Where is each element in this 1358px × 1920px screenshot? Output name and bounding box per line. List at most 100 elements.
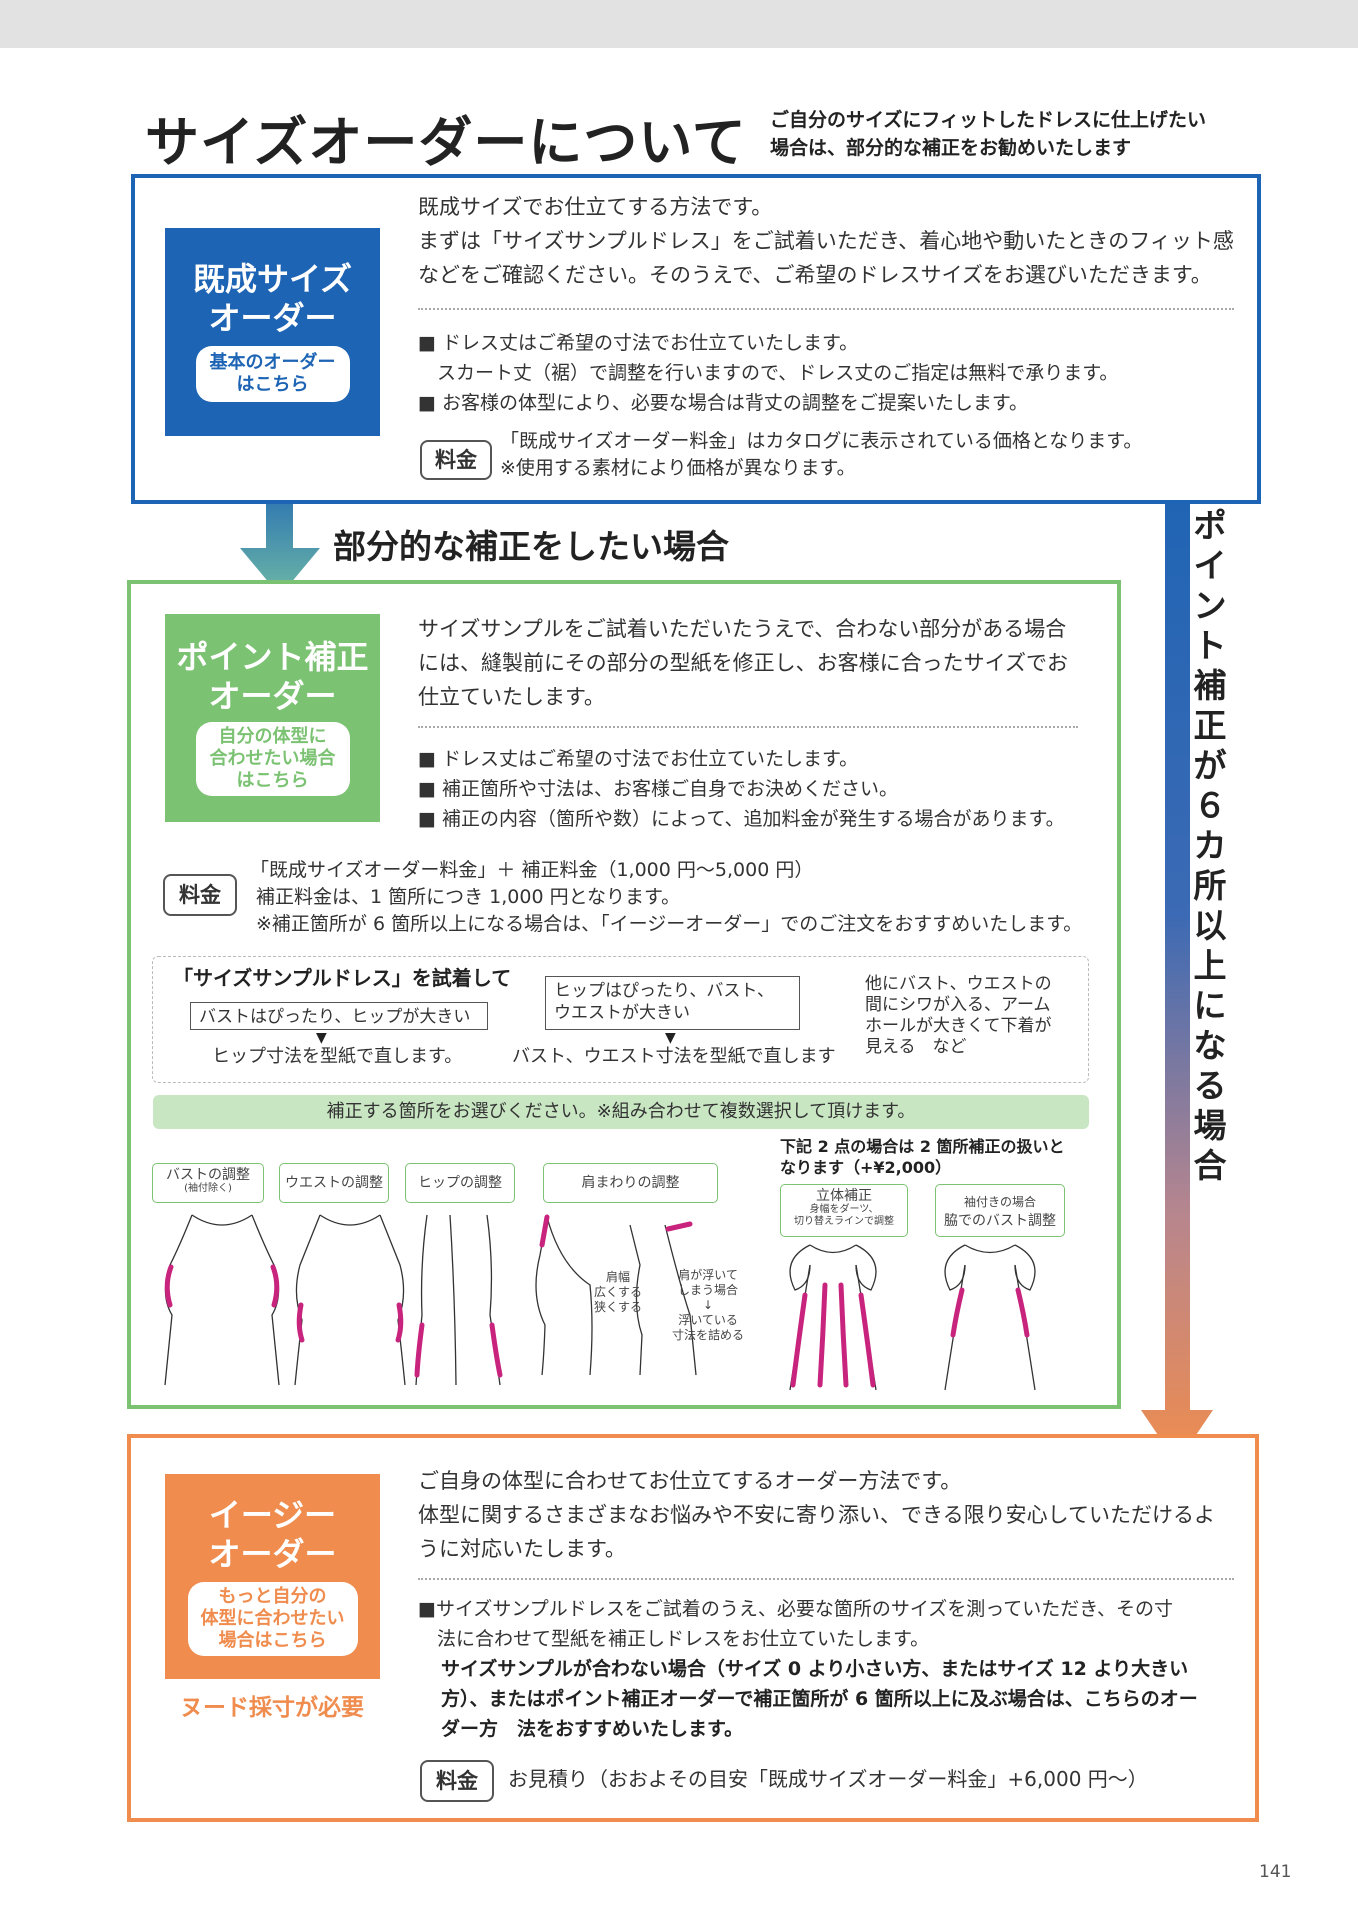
shoulder-note-line: ↓ (702, 1298, 714, 1312)
adjust-label-sub: (袖付除く) (184, 1183, 232, 1194)
bust-mark (164, 1264, 174, 1308)
adjust-label-text: 袖付きの場合 (963, 1195, 1036, 1209)
note-line: スカート丈（裾）で調整を行いますので、ドレス丈のご指定は無料で承ります。 (418, 362, 1119, 384)
case1-result: ヒップ寸法を型紙で直します。 (212, 1046, 463, 1067)
label-text: 既成サイズ (192, 260, 353, 298)
case2-line: ヒップはぴったり、バスト、 (554, 981, 774, 1001)
desc-line: サイズサンプルをご試着いただいたうえで、合わない部分がある場合 (418, 617, 1067, 641)
pill-text: 合わせたい場合 (209, 748, 336, 769)
triangle-down-icon: ▼ (316, 1030, 327, 1046)
bust-mark (270, 1264, 280, 1308)
desc-line: 既成サイズでお仕立てする方法です。 (418, 195, 773, 219)
note-line: ■ ドレス丈はご希望の寸法でお仕立ていたします。 (418, 332, 859, 354)
hip-mark (489, 1322, 503, 1378)
dress-illustrations (164, 1214, 1036, 1391)
vertical-char: 場 (1193, 1106, 1227, 1145)
easy-description: ご自身の体型に合わせてお仕立てするオーダー方法です。 体型に関するさまざまなお悩… (418, 1464, 1215, 1566)
ready-made-notes: ■ ドレス丈はご希望の寸法でお仕立ていたします。 スカート丈（裾）で調整を行いま… (418, 328, 1118, 418)
subtitle-line: 場合は、部分的な補正をお勧めいたします (770, 137, 1132, 159)
sleeve-mark (950, 1287, 965, 1338)
shoulder-mark (539, 1214, 550, 1248)
desc-line: うに対応いたします。 (418, 1537, 626, 1561)
vertical-char: カ (1193, 826, 1227, 865)
fee-line: 「既成サイズオーダー料金」はカタログに表示されている価格となります。 (500, 430, 1143, 452)
fee-badge: 料金 (420, 440, 492, 480)
waist-mark (395, 1302, 404, 1343)
top-bar (0, 0, 1358, 48)
fee-line: ※補正箇所が 6 箇所以上になる場合は、「イージーオーダー」でのご注文をおすすめ… (256, 913, 1083, 935)
ready-made-description: 既成サイズでお仕立てする方法です。 まずは「サイズサンプルドレス」をご試着いただ… (418, 190, 1234, 292)
shoulder-note-a: 肩幅 広くする 狭くする (594, 1270, 642, 1315)
adjust-label-sub: 切り替えラインで調整 (794, 1216, 894, 1227)
adjust-shoulder-label[interactable]: 肩まわりの調整 (543, 1163, 718, 1203)
vertical-char: ６ (1193, 786, 1227, 825)
case3-text: 他にバスト、ウエストの 間にシワが入る、アーム ホールが大きくて下着が 見える … (865, 974, 1052, 1058)
desc-line: 仕立ていたします。 (418, 685, 605, 709)
fee-line: 補正料金は、1 箇所につき 1,000 円となります。 (256, 886, 681, 908)
case1-box: バストはぴったり、ヒップが大きい (190, 1002, 488, 1030)
vertical-char: が (1193, 746, 1227, 785)
rittai-mark (858, 1292, 876, 1388)
vertical-char: ト (1193, 626, 1227, 665)
pill-text: はこちら (236, 770, 309, 791)
vertical-char: イ (1193, 546, 1227, 585)
adjust-hip-label[interactable]: ヒップの調整 (405, 1163, 515, 1203)
easy-recommend: サイズサンプルが合わない場合（サイズ 0 より小さい方、またはサイズ 12 より… (441, 1654, 1198, 1744)
subtitle-line: ご自分のサイズにフィットしたドレスに仕上げたい (770, 109, 1207, 131)
adjust-bust-label[interactable]: バストの調整 (袖付除く) (152, 1163, 264, 1203)
shoulder-note-line: しまう場合 (678, 1283, 739, 1297)
bold-line: サイズサンプルが合わない場合（サイズ 0 より小さい方、またはサイズ 12 より… (441, 1658, 1189, 1680)
label-text: オーダー (208, 1535, 337, 1573)
vertical-char: 上 (1193, 946, 1227, 985)
adjust-label-text: バストの調整 (166, 1167, 250, 1183)
shoulder-note-line: 狭くする (594, 1300, 643, 1314)
vertical-char: な (1193, 1026, 1227, 1065)
note-line: ■ お客様の体型により、必要な場合は背丈の調整をご提案いたします。 (418, 392, 1028, 414)
vertical-char: ポ (1193, 506, 1227, 545)
desc-line: ご自身の体型に合わせてお仕立てするオーダー方法です。 (418, 1469, 962, 1493)
basic-order-pill: 基本のオーダー はこちら (195, 346, 350, 402)
note-line: ■ 補正箇所や寸法は、お客様ご自身でお決めください。 (418, 778, 898, 800)
point-notes: ■ ドレス丈はご希望の寸法でお仕立ていたします。 ■ 補正箇所や寸法は、お客様ご… (418, 744, 1065, 834)
pill-text: もっと自分の (218, 1586, 327, 1607)
shoulder-note-line: 肩幅 (606, 1270, 631, 1284)
rittai-mark (817, 1282, 828, 1388)
rittai-label[interactable]: 立体補正 身幅をダーツ、 切り替えラインで調整 (780, 1184, 908, 1237)
bold-line: 方）、またはポイント補正オーダーで補正箇所が 6 箇所以上に及ぶ場合は、こちらの… (441, 1688, 1198, 1710)
vertical-char: 正 (1193, 706, 1227, 745)
note-line: ■ ドレス丈はご希望の寸法でお仕立ていたします。 (418, 748, 859, 770)
sleeve-label[interactable]: 袖付きの場合 脇でのバスト調整 (935, 1184, 1065, 1237)
bold-line: ダー方 法をおすすめいたします。 (441, 1718, 744, 1740)
note-line: 法に合わせて型紙を補正しドレスをお仕立ていたします。 (418, 1628, 930, 1650)
page-subtitle: ご自分のサイズにフィットしたドレスに仕上げたい 場合は、部分的な補正をお勧めいた… (770, 106, 1206, 162)
rittai-mark (838, 1282, 849, 1388)
divider (418, 308, 1234, 310)
label-text: オーダー (208, 677, 337, 715)
divider (418, 1578, 1234, 1580)
ready-made-label: 既成サイズ オーダー 基本のオーダー はこちら (165, 228, 380, 436)
case3-line: 他にバスト、ウエストの (865, 974, 1052, 994)
easy-notes: ■サイズサンプルドレスをご試着のうえ、必要な箇所のサイズを測っていただき、その寸… (418, 1594, 1173, 1654)
pill-text: 体型に合わせたい (200, 1608, 345, 1629)
easy-fee: お見積り（おおよその目安「既成サイズオーダー料金」+6,000 円〜） (508, 1767, 1148, 1791)
case3-line: ホールが大きくて下着が (865, 1016, 1052, 1036)
pill-text: 基本のオーダー (209, 352, 336, 373)
vertical-char: 補 (1193, 666, 1227, 705)
adjust-waist-label[interactable]: ウエストの調整 (279, 1163, 389, 1203)
case2-line: ウエストが大きい (554, 1003, 690, 1023)
desc-line: には、縫製前にその部分の型紙を修正し、お客様に合ったサイズでお (418, 651, 1068, 675)
ready-made-fee: 「既成サイズオーダー料金」はカタログに表示されている価格となります。 ※使用する… (500, 428, 1142, 482)
shoulder-note-line: 浮いている (678, 1313, 738, 1327)
label-text: イージー (208, 1496, 337, 1534)
shoulder-mark (665, 1221, 693, 1232)
label-text: オーダー (208, 299, 337, 337)
pill-text: はこちら (236, 374, 309, 395)
page-number: 141 (1259, 1862, 1292, 1882)
divider (418, 726, 1078, 728)
long-down-arrow-icon (1141, 467, 1213, 1463)
hip-mark (414, 1322, 425, 1378)
case2-box: ヒップはぴったり、バスト、 ウエストが大きい (545, 976, 800, 1030)
point-order-label: ポイント補正 オーダー 自分の体型に 合わせたい場合 はこちら (165, 614, 380, 822)
